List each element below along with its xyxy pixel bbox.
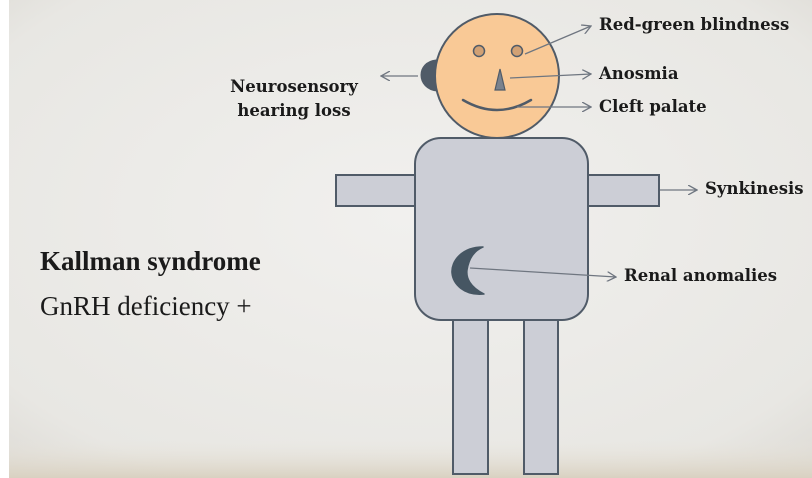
label-anosmia: Anosmia — [599, 63, 679, 85]
slide-title: Kallman syndrome — [40, 246, 261, 277]
label-cleft-palate: Cleft palate — [599, 96, 707, 118]
right-leg — [524, 318, 558, 474]
right-eye-icon — [512, 46, 523, 57]
background-bottom-edge — [9, 440, 812, 478]
label-hearing-line-2: hearing loss — [208, 99, 380, 123]
left-arm — [336, 175, 420, 206]
label-renal-anomalies: Renal anomalies — [624, 265, 777, 287]
left-eye-icon — [474, 46, 485, 57]
left-leg — [453, 318, 488, 474]
right-arm — [584, 175, 659, 206]
label-neurosensory-hearing-loss: Neurosensory hearing loss — [208, 75, 380, 123]
label-synkinesis: Synkinesis — [705, 178, 804, 200]
slide-subtitle: GnRH deficiency + — [40, 291, 252, 322]
label-red-green-blindness: Red-green blindness — [599, 14, 789, 36]
torso — [415, 138, 588, 320]
label-hearing-line-1: Neurosensory — [208, 75, 380, 99]
background-left-strip — [0, 0, 9, 478]
